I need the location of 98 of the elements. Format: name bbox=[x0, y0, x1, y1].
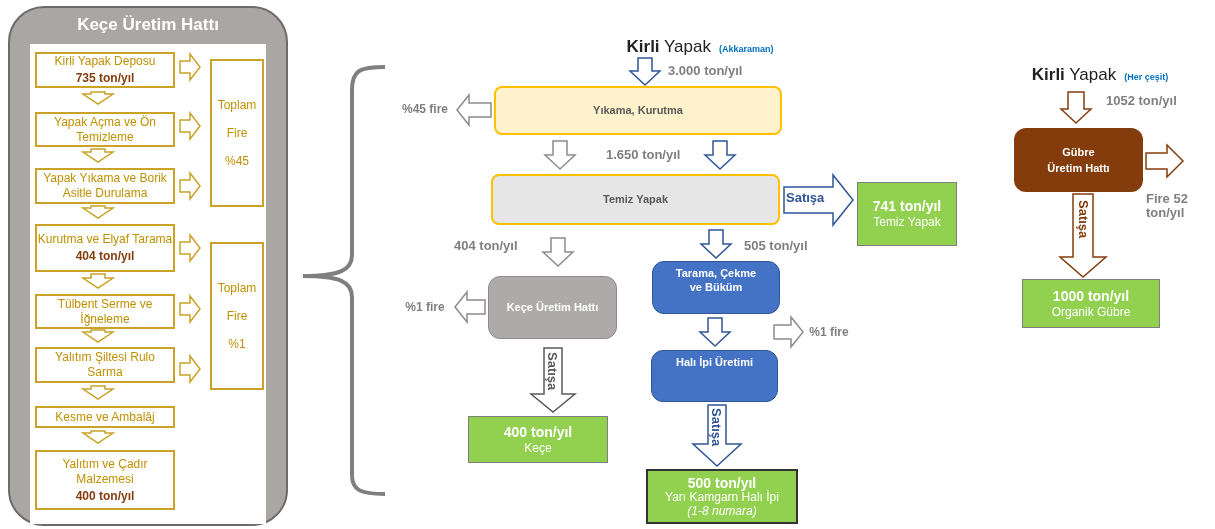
block-arrow bbox=[703, 140, 737, 171]
panel bbox=[8, 6, 288, 526]
node-text: Organik Gübre bbox=[1051, 304, 1131, 320]
block-arrow bbox=[699, 229, 733, 260]
node-text: %1 bbox=[228, 336, 246, 353]
edge-label: 505 ton/yıl bbox=[744, 239, 808, 253]
node-text: 404 ton/yıl bbox=[75, 249, 135, 264]
node-text: 1000 ton/yıl bbox=[1052, 287, 1130, 304]
edge-label: 1052 ton/yıl bbox=[1106, 94, 1177, 108]
output-box bbox=[857, 182, 957, 246]
node-text: Yıkama, Kurutma bbox=[593, 103, 683, 119]
panel-title: Keçe Üretim Hattı bbox=[76, 14, 220, 36]
process-box bbox=[35, 224, 175, 272]
block-arrow bbox=[179, 232, 201, 264]
node-text: Temiz Yapak bbox=[603, 192, 668, 208]
block-arrow bbox=[773, 314, 804, 350]
block-arrow bbox=[691, 404, 743, 467]
edge-label: 404 ton/yıl bbox=[454, 239, 518, 253]
block-arrow bbox=[179, 110, 201, 142]
node-text: Toplam bbox=[217, 97, 257, 114]
block-arrow bbox=[1058, 193, 1108, 278]
block-arrow bbox=[80, 91, 116, 105]
block-arrow bbox=[454, 289, 486, 325]
node-text: Kesme ve Ambalâj bbox=[55, 409, 155, 425]
process-box bbox=[1014, 128, 1143, 192]
edge-label: Satışa bbox=[545, 352, 559, 391]
summary-box bbox=[210, 242, 264, 390]
block-arrow bbox=[179, 293, 201, 325]
block-arrow bbox=[541, 237, 575, 268]
node-text: (Akkaraman) bbox=[718, 43, 774, 56]
block-arrow bbox=[179, 170, 201, 202]
block-arrow bbox=[1145, 143, 1185, 179]
block-arrow bbox=[80, 430, 116, 444]
edge-label: Satışa bbox=[709, 408, 723, 447]
block-arrow bbox=[698, 317, 732, 348]
block-arrow bbox=[179, 353, 201, 385]
block-arrow bbox=[80, 385, 116, 400]
block-arrow bbox=[543, 140, 577, 171]
node-text: Halı İpi Üretimi bbox=[676, 355, 753, 369]
node-text: Yarı Kamgarn Halı İpi (1-8 numara) bbox=[664, 489, 780, 518]
process-box bbox=[35, 450, 175, 510]
edge-label: Satışa bbox=[786, 191, 825, 205]
node-text: 741 ton/yıl bbox=[872, 198, 942, 214]
block-arrow bbox=[783, 172, 854, 228]
node-text: Gübre Üretim Hattı bbox=[1046, 145, 1111, 176]
node-text: Yalıtım ve Çadır Malzemesi bbox=[61, 456, 149, 487]
output-box bbox=[646, 469, 798, 524]
process-box bbox=[35, 112, 175, 147]
node-text: Tarama, Çekme ve Büküm bbox=[674, 266, 758, 294]
process-box bbox=[491, 174, 780, 225]
node-text: Yapak Açma ve Ön Temizleme bbox=[53, 114, 157, 145]
edge-label: Fire 52 ton/yıl bbox=[1146, 192, 1189, 220]
block-arrow bbox=[80, 148, 116, 163]
node-text: Fire bbox=[226, 308, 248, 325]
node-text: 500 ton/yıl bbox=[687, 475, 757, 490]
node-text: (Her çeşit) bbox=[1124, 71, 1169, 84]
node-text: Kirli Yapak bbox=[1031, 64, 1117, 86]
process-box bbox=[35, 168, 175, 204]
process-box bbox=[35, 294, 175, 329]
edge-label: Satışa bbox=[1076, 200, 1090, 239]
block-arrow bbox=[456, 92, 492, 128]
node-text: Fire bbox=[226, 125, 248, 142]
node-text: %45 bbox=[225, 153, 249, 170]
node-text: %1 fire bbox=[405, 299, 445, 316]
process-box bbox=[35, 347, 175, 383]
block-arrow bbox=[80, 329, 116, 343]
node-text: Keçe bbox=[524, 440, 552, 456]
block-arrow bbox=[528, 347, 578, 413]
edge-label: 3.000 ton/yıl bbox=[668, 64, 743, 78]
output-box bbox=[468, 416, 608, 463]
process-box bbox=[35, 406, 175, 428]
node-text: Yapak Yıkama ve Borik Asitle Durulama bbox=[42, 171, 168, 201]
node-text: Kirli Yapak bbox=[626, 36, 711, 58]
node-text: Kurutma ve Elyaf Tarama bbox=[37, 232, 173, 247]
node-text: 400 ton/yıl bbox=[503, 423, 573, 440]
block-arrow bbox=[179, 51, 201, 83]
summary-box bbox=[210, 59, 264, 207]
node-text: 735 ton/yıl bbox=[75, 71, 135, 86]
output-box bbox=[1022, 279, 1160, 328]
process-box bbox=[494, 86, 782, 135]
node-text: %45 fire bbox=[402, 101, 448, 118]
node-text: Keçe Üretim Hattı bbox=[506, 300, 599, 315]
process-box bbox=[652, 261, 780, 314]
node-text: Tülbent Serme ve İğneleme bbox=[56, 296, 154, 327]
block-arrow bbox=[80, 273, 116, 289]
process-box bbox=[651, 350, 778, 402]
node-text: Yalıtım Şiltesi Rulo Sarma bbox=[54, 350, 156, 380]
process-box bbox=[488, 276, 617, 339]
block-arrow bbox=[80, 205, 116, 219]
process-box bbox=[35, 52, 175, 88]
node-text: Kirli Yapak Deposu bbox=[54, 54, 156, 69]
node-text: Toplam bbox=[217, 280, 257, 297]
block-arrow bbox=[628, 57, 662, 87]
node-text: Temiz Yapak bbox=[873, 214, 941, 230]
node-text: 400 ton/yıl bbox=[75, 488, 135, 504]
block-arrow bbox=[1059, 91, 1093, 125]
node-text: %1 fire bbox=[809, 324, 849, 341]
edge-label: 1.650 ton/yıl bbox=[606, 148, 681, 162]
